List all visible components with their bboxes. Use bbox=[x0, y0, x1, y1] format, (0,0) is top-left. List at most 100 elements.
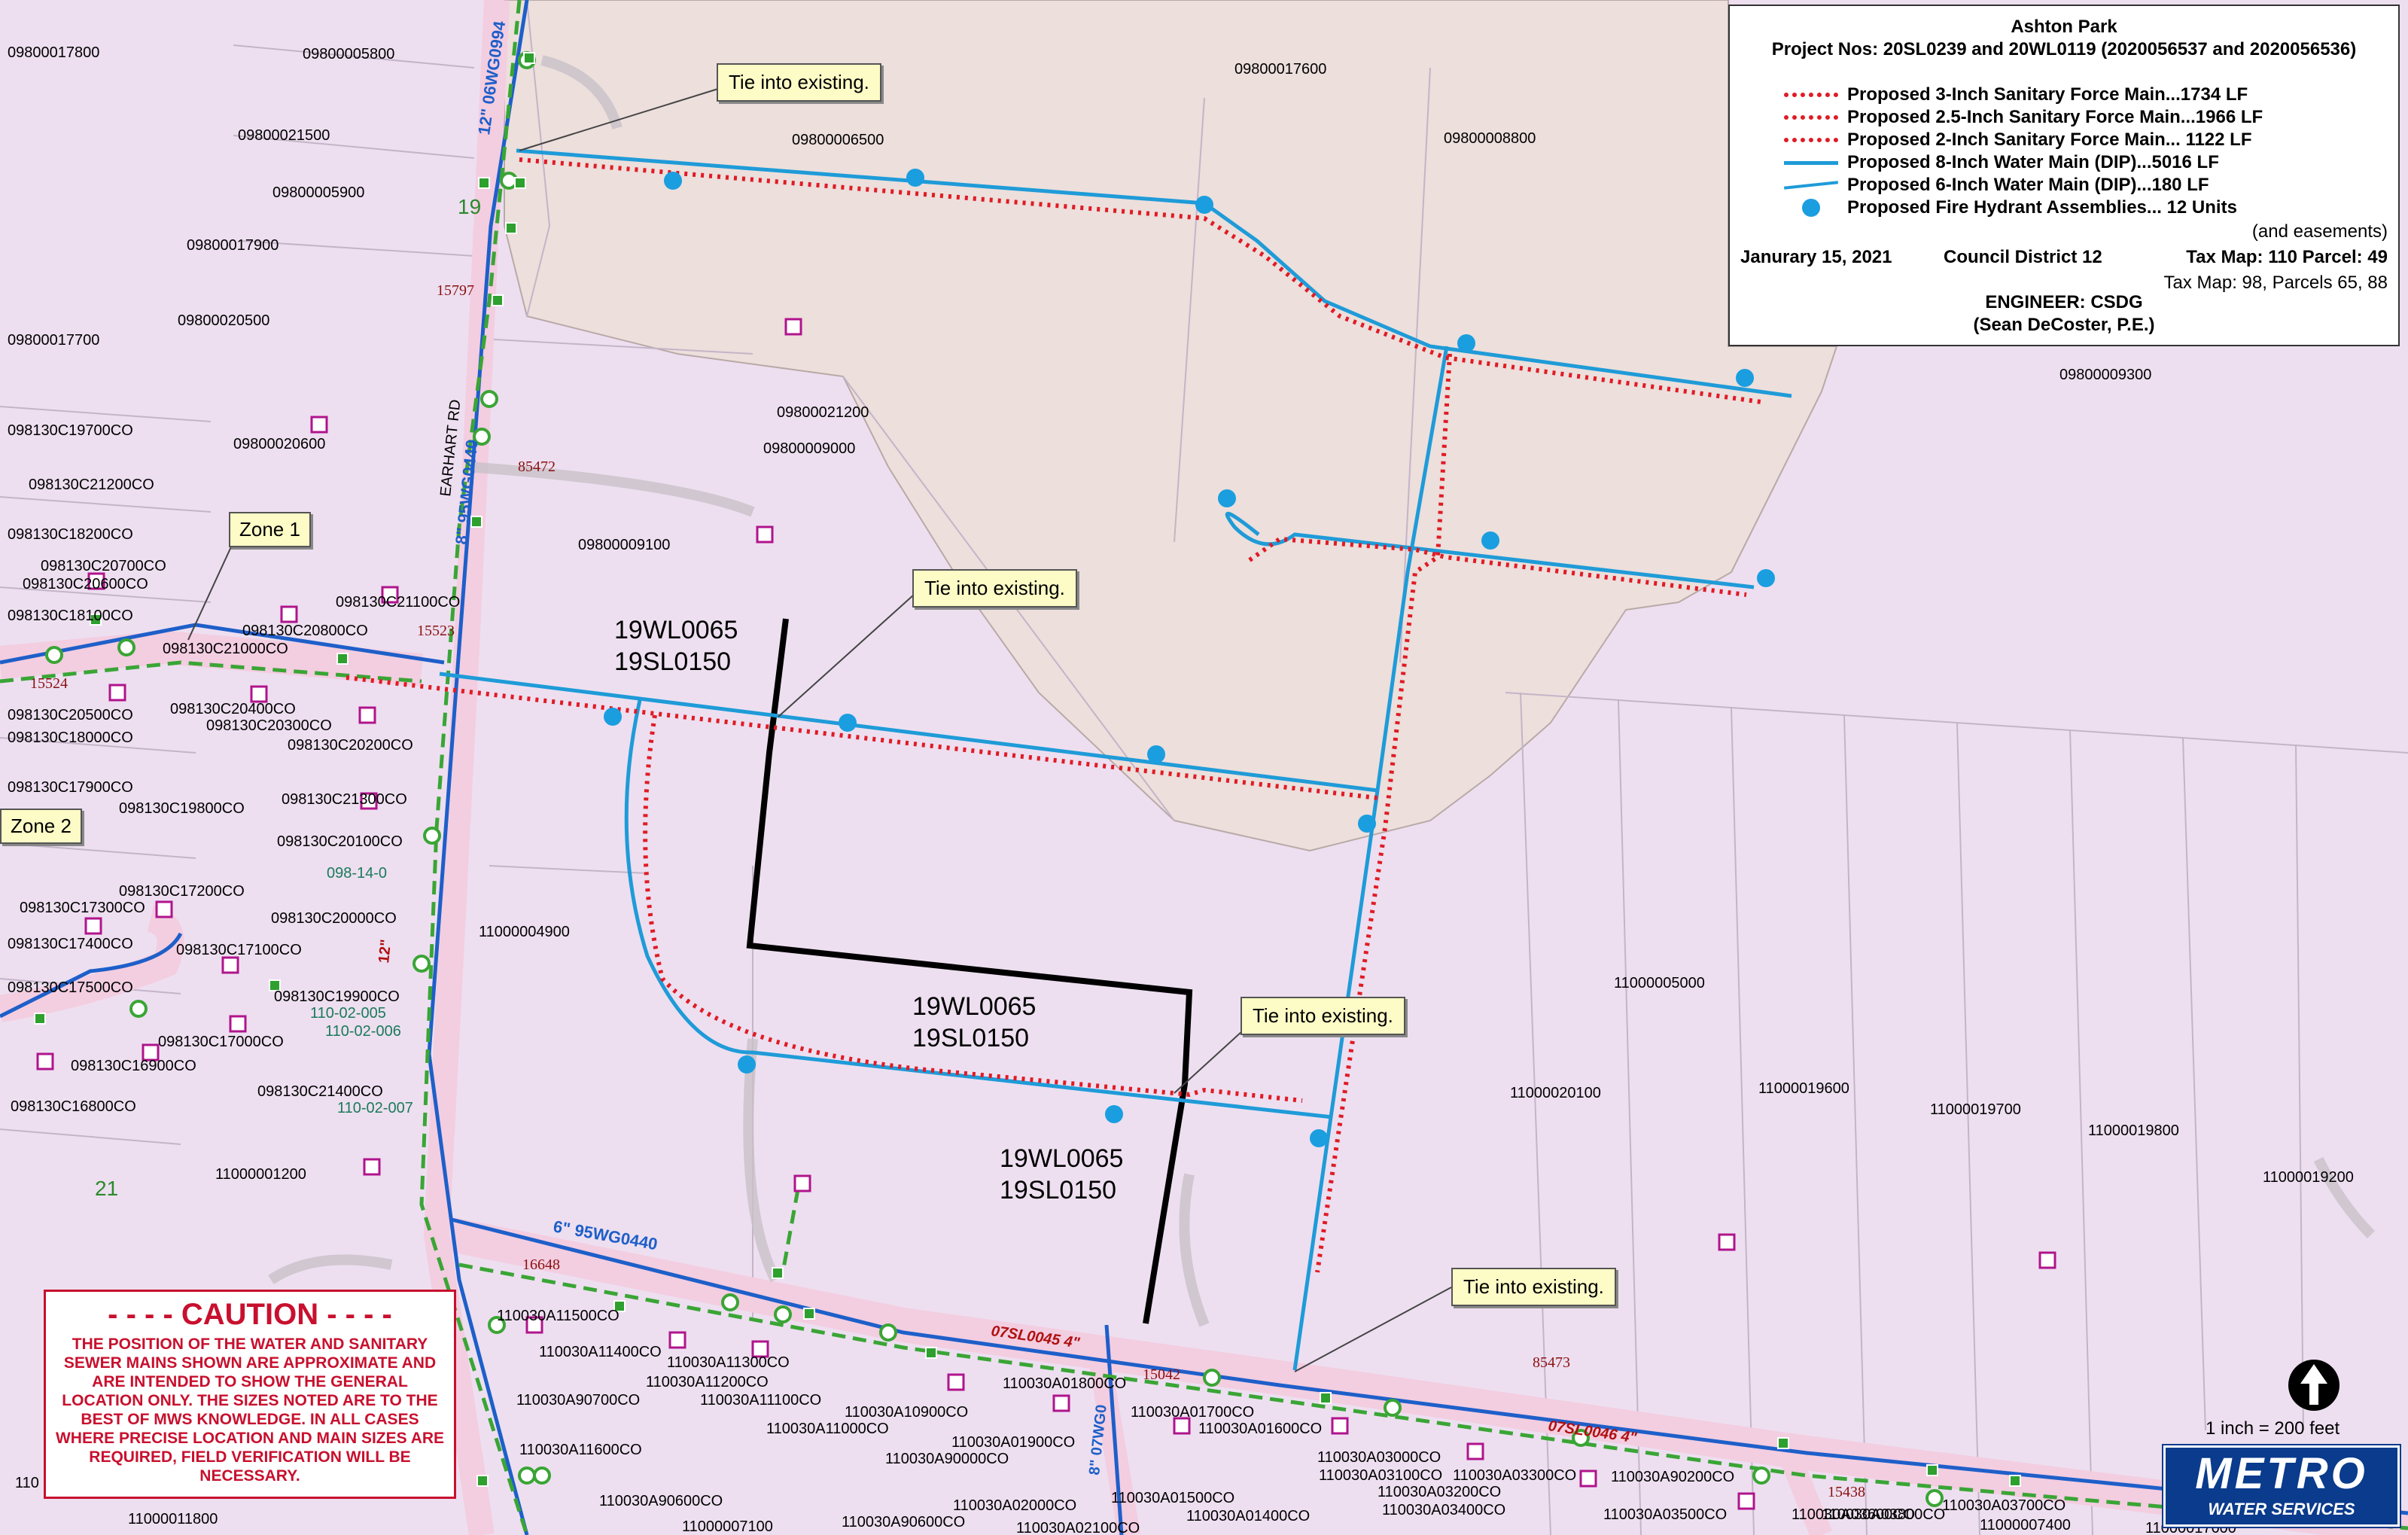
svg-text:098130C20000CO: 098130C20000CO bbox=[271, 910, 397, 927]
svg-text:19SL0150: 19SL0150 bbox=[912, 1024, 1029, 1052]
svg-text:09800009100: 09800009100 bbox=[578, 537, 670, 553]
svg-text:09800005900: 09800005900 bbox=[272, 184, 364, 201]
svg-text:098130C16900CO: 098130C16900CO bbox=[71, 1058, 196, 1074]
svg-text:19SL0150: 19SL0150 bbox=[1000, 1176, 1116, 1205]
svg-text:12": 12" bbox=[376, 939, 394, 964]
svg-text:110030A10900CO: 110030A10900CO bbox=[845, 1404, 968, 1421]
terrain-features bbox=[268, 55, 2375, 1327]
zone-1-label: Zone 1 bbox=[229, 512, 311, 547]
svg-text:098130C20600CO: 098130C20600CO bbox=[23, 576, 148, 592]
structure-ids: 15797 85472 15523 15524 16648 15042 8547… bbox=[30, 282, 1865, 1500]
callout-leaders bbox=[187, 88, 1452, 1372]
svg-text:110030A11200CO: 110030A11200CO bbox=[646, 1374, 769, 1390]
svg-text:11000007400: 11000007400 bbox=[1980, 1517, 2071, 1533]
svg-text:098130C18200CO: 098130C18200CO bbox=[8, 526, 133, 543]
svg-text:098130C16800CO: 098130C16800CO bbox=[11, 1098, 136, 1115]
svg-text:110030A90000CO: 110030A90000CO bbox=[885, 1451, 1009, 1467]
svg-text:09800008800: 09800008800 bbox=[1444, 130, 1536, 147]
legend-item-3in-force-main: Proposed 3-Inch Sanitary Force Main...17… bbox=[1784, 84, 2248, 105]
legend-council-district: Council District 12 bbox=[1944, 247, 2102, 267]
svg-text:19WL0065: 19WL0065 bbox=[912, 992, 1036, 1021]
svg-text:110030A03400CO: 110030A03400CO bbox=[1382, 1502, 1505, 1518]
svg-text:110030A01900CO: 110030A01900CO bbox=[951, 1434, 1075, 1451]
svg-text:110030A03700CO: 110030A03700CO bbox=[1942, 1497, 2066, 1514]
legend-item-2in-force-main: Proposed 2-Inch Sanitary Force Main... 1… bbox=[1784, 129, 2252, 151]
svg-text:098130C19900CO: 098130C19900CO bbox=[274, 988, 400, 1005]
sewer-manholes bbox=[45, 51, 1944, 1507]
svg-text:098-14-0: 098-14-0 bbox=[327, 865, 387, 882]
svg-text:21: 21 bbox=[95, 1177, 118, 1200]
svg-text:11000007100: 11000007100 bbox=[682, 1518, 773, 1535]
svg-text:098130C19800CO: 098130C19800CO bbox=[119, 800, 245, 817]
legend-engineer-name: (Sean DeCoster, P.E.) bbox=[1973, 315, 2155, 335]
svg-text:09800006500: 09800006500 bbox=[792, 132, 884, 148]
svg-text:098130C17200CO: 098130C17200CO bbox=[119, 883, 245, 900]
legend-project-nos: Project Nos: 20SL0239 and 20WL0119 (2020… bbox=[1771, 39, 2357, 59]
svg-text:110030A01500CO: 110030A01500CO bbox=[1111, 1490, 1234, 1506]
svg-text:098130C20700CO: 098130C20700CO bbox=[41, 558, 166, 574]
svg-text:098130C20200CO: 098130C20200CO bbox=[288, 737, 413, 754]
parcel-labels: 09800017800 09800005800 09800021500 0980… bbox=[8, 44, 2354, 1535]
legend-title: Ashton Park bbox=[2011, 17, 2117, 37]
svg-text:09800021500: 09800021500 bbox=[238, 127, 330, 144]
svg-text:110030A90700CO: 110030A90700CO bbox=[516, 1392, 640, 1409]
project-boundary bbox=[746, 618, 1193, 1324]
legend-item-2-5in-force-main: Proposed 2.5-Inch Sanitary Force Main...… bbox=[1784, 107, 2263, 128]
svg-text:11000019600: 11000019600 bbox=[1758, 1080, 1849, 1097]
svg-text:098130C17300CO: 098130C17300CO bbox=[20, 900, 145, 916]
svg-text:11000001200: 11000001200 bbox=[215, 1166, 306, 1183]
svg-text:11000019700: 11000019700 bbox=[1930, 1101, 2021, 1118]
svg-text:110030A01800CO: 110030A01800CO bbox=[1003, 1375, 1126, 1392]
svg-text:15523: 15523 bbox=[417, 623, 455, 639]
svg-text:11000011800: 11000011800 bbox=[128, 1511, 218, 1527]
svg-text:11000004900: 11000004900 bbox=[479, 924, 570, 940]
svg-text:110030A03500CO: 110030A03500CO bbox=[1603, 1506, 1727, 1523]
legend-tax-map-2: Tax Map: 98, Parcels 65, 88 bbox=[2163, 273, 2388, 293]
svg-text:09800017900: 09800017900 bbox=[187, 237, 279, 254]
callout-tie-into-existing-3: Tie into existing. bbox=[1241, 997, 1405, 1035]
svg-text:110030A01600CO: 110030A01600CO bbox=[1198, 1421, 1322, 1437]
scale-label: 1 inch = 200 feet bbox=[2206, 1418, 2340, 1439]
svg-text:110030A03300CO: 110030A03300CO bbox=[1453, 1467, 1576, 1484]
svg-text:098130C17000CO: 098130C17000CO bbox=[158, 1034, 284, 1050]
svg-text:19WL0065: 19WL0065 bbox=[1000, 1144, 1123, 1173]
development-area bbox=[504, 0, 1838, 852]
svg-text:09800020600: 09800020600 bbox=[233, 436, 325, 452]
svg-text:110030A11300CO: 110030A11300CO bbox=[667, 1354, 790, 1371]
svg-text:09800020500: 09800020500 bbox=[178, 312, 269, 329]
svg-text:110030A02000CO: 110030A02000CO bbox=[953, 1497, 1076, 1514]
svg-text:110030A11100CO: 110030A11100CO bbox=[700, 1392, 821, 1409]
legend-panel: Ashton Park Project Nos: 20SL0239 and 20… bbox=[1728, 5, 2400, 346]
svg-text:09800017600: 09800017600 bbox=[1234, 61, 1326, 78]
legend-tax-map: Tax Map: 110 Parcel: 49 bbox=[2186, 247, 2388, 267]
svg-text:110-02-006: 110-02-006 bbox=[325, 1023, 401, 1040]
svg-text:11000005000: 11000005000 bbox=[1614, 975, 1705, 991]
metro-water-services-logo: METRO WATER SERVICES bbox=[2163, 1445, 2400, 1527]
svg-text:09800021200: 09800021200 bbox=[777, 404, 869, 421]
svg-text:15042: 15042 bbox=[1143, 1366, 1180, 1383]
svg-text:098130C20100CO: 098130C20100CO bbox=[277, 833, 403, 850]
svg-text:110-02-005: 110-02-005 bbox=[310, 1005, 386, 1022]
logo-name: METRO bbox=[2195, 1449, 2368, 1498]
svg-text:098130C20500CO: 098130C20500CO bbox=[8, 707, 133, 723]
svg-text:09800005800: 09800005800 bbox=[303, 46, 394, 62]
svg-text:15438: 15438 bbox=[1828, 1484, 1865, 1500]
legend-item-fire-hydrants: Proposed Fire Hydrant Assemblies... 12 U… bbox=[1784, 197, 2237, 218]
svg-text:110030A90600CO: 110030A90600CO bbox=[842, 1514, 965, 1530]
svg-text:85473: 85473 bbox=[1533, 1354, 1570, 1371]
svg-text:098130C21400CO: 098130C21400CO bbox=[257, 1083, 383, 1100]
sewer-fittings bbox=[34, 52, 2021, 1487]
svg-text:110030A01700CO: 110030A01700CO bbox=[1131, 1404, 1254, 1421]
svg-text:110030A03000CO: 110030A03000CO bbox=[1317, 1449, 1441, 1466]
svg-text:110030A03100CO: 110030A03100CO bbox=[1319, 1467, 1442, 1484]
zone-2-label: Zone 2 bbox=[0, 809, 82, 844]
hydrant-icon bbox=[1802, 199, 1820, 217]
svg-text:110030A02100CO: 110030A02100CO bbox=[1016, 1520, 1140, 1535]
property-markers bbox=[36, 318, 2056, 1510]
fire-hydrants[interactable] bbox=[604, 169, 1775, 1147]
svg-text:09800009300: 09800009300 bbox=[2059, 367, 2151, 383]
svg-text:098130C21200CO: 098130C21200CO bbox=[29, 477, 154, 493]
svg-text:19: 19 bbox=[458, 195, 481, 218]
svg-text:098130C17400CO: 098130C17400CO bbox=[8, 936, 133, 952]
legend-easements-note: (and easements) bbox=[2251, 221, 2388, 242]
